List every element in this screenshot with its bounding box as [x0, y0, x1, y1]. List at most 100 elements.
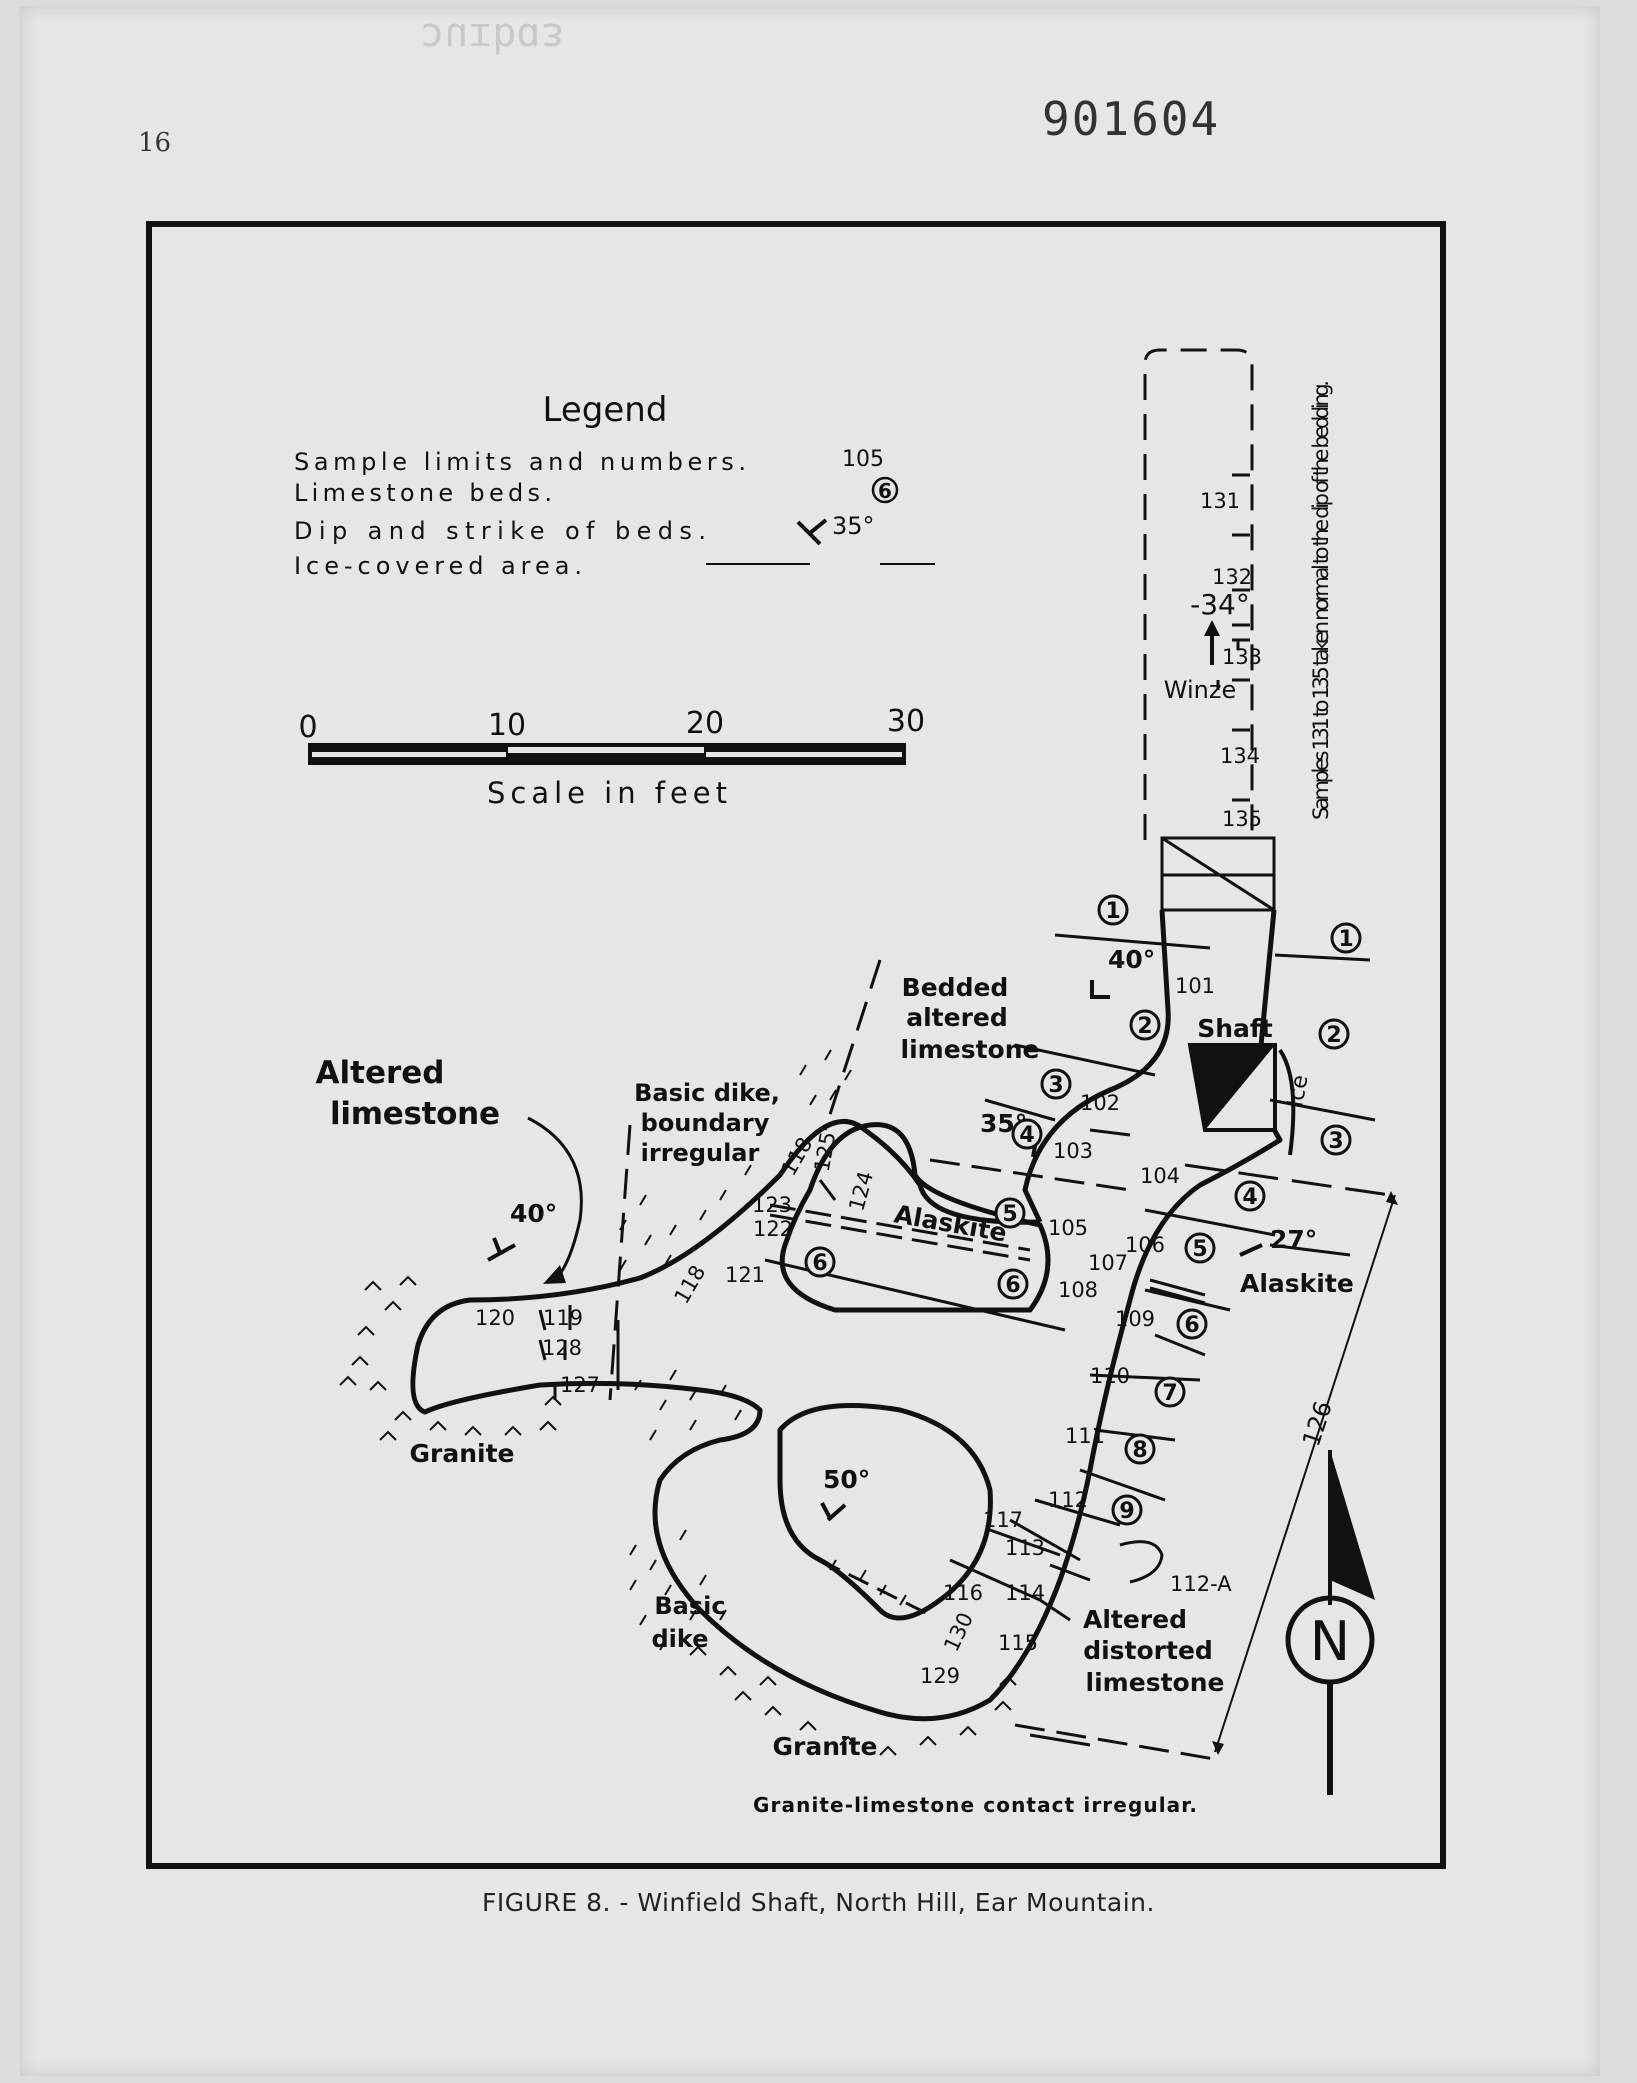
shaft-label: Shaft	[1197, 1014, 1273, 1043]
contact-note: Granite-limestone contact irregular.	[753, 1793, 1197, 1817]
scale-tick-20: 20	[686, 706, 724, 741]
bed-circle-6: 6	[804, 1246, 836, 1278]
bedded-altered-label-2: altered	[906, 1003, 1008, 1032]
dip-27: 27°	[1270, 1225, 1317, 1254]
sample-119: 119	[543, 1306, 583, 1330]
scale-bar: 0 10 20 30 Scale in feet	[298, 704, 925, 810]
sample-132: 132	[1212, 565, 1252, 589]
sample-124: 124	[844, 1169, 878, 1214]
shaft-symbol	[1187, 1043, 1277, 1132]
sample-117: 117	[983, 1508, 1023, 1532]
sample-120: 120	[475, 1306, 515, 1330]
sample-122: 122	[753, 1217, 793, 1241]
bed-circle-3: 3	[1320, 1124, 1352, 1156]
sample-numbers: 1011021031041051061071081091101111121131…	[475, 974, 1215, 1688]
svg-text:3: 3	[1328, 1129, 1343, 1154]
svg-text:9: 9	[1119, 1499, 1134, 1524]
sample-130: 130	[939, 1609, 978, 1655]
svg-text:6: 6	[812, 1251, 827, 1276]
basic-dike-small-label-2: dike	[652, 1625, 709, 1653]
figure-caption: FIGURE 8. - Winfield Shaft, North Hill, …	[482, 1888, 1155, 1917]
bed-circle-2: 2	[1129, 1009, 1161, 1041]
granite-label-2: Granite	[773, 1732, 878, 1761]
sample-112: 112	[1048, 1488, 1088, 1512]
sample-107: 107	[1088, 1251, 1128, 1275]
basic-dike-label-1: Basic dike,	[634, 1079, 780, 1107]
sample-131: 131	[1200, 489, 1240, 513]
north-arrow	[1285, 1450, 1375, 1795]
sample-121: 121	[725, 1263, 765, 1287]
alaskite-body-outline	[779, 1122, 1051, 1313]
shaft-collar	[1160, 836, 1276, 912]
svg-text:2: 2	[1326, 1023, 1341, 1048]
dip-40-left: 40°	[510, 1199, 557, 1228]
bed-circle-6: 6	[997, 1268, 1029, 1300]
svg-text:4: 4	[1242, 1185, 1257, 1210]
sample-126-line	[1212, 1191, 1398, 1755]
scale-tick-30: 30	[887, 704, 925, 739]
svg-text:1: 1	[1105, 899, 1120, 924]
altered-distorted-label-3: limestone	[1086, 1668, 1225, 1697]
legend: Legend Sample limits and numbers. Limest…	[294, 390, 935, 580]
sample-103: 103	[1053, 1139, 1093, 1163]
dip-40-upper: 40°	[1108, 945, 1155, 974]
sample-123: 123	[752, 1193, 792, 1217]
ice-outline	[1278, 1048, 1296, 1156]
winze-dip: -34°	[1190, 588, 1250, 621]
svg-text:5: 5	[1002, 1202, 1017, 1227]
granite-label-1: Granite	[410, 1439, 515, 1468]
alaskite-label-1: Alaskite	[892, 1199, 1009, 1247]
north-label: N	[1310, 1610, 1350, 1673]
svg-text:6: 6	[1005, 1273, 1020, 1298]
bed-circle-3: 3	[1040, 1068, 1072, 1100]
legend-bed-circle	[871, 476, 899, 504]
sample-108: 108	[1058, 1278, 1098, 1302]
bedded-altered-label-1: Bedded	[902, 973, 1009, 1002]
svg-text:6: 6	[1184, 1313, 1199, 1338]
sample-118: 118	[670, 1261, 711, 1308]
legend-dip-symbol	[796, 518, 828, 546]
legend-item-ice-covered: Ice-covered area.	[294, 552, 582, 580]
bedded-altered-label-3: limestone	[901, 1035, 1040, 1064]
dip-50: 50°	[823, 1465, 870, 1494]
winze-sample-ticks	[1216, 473, 1250, 802]
legend-sample-number: 105	[842, 447, 884, 472]
bed-circle-8: 8	[1124, 1433, 1156, 1465]
document-number: 901604	[1042, 92, 1221, 146]
altered-limestone-label-2: limestone	[330, 1096, 500, 1132]
alaskite-label-2: Alaskite	[1240, 1269, 1354, 1298]
sample-104: 104	[1140, 1164, 1180, 1188]
sample-134: 134	[1220, 744, 1260, 768]
svg-text:7: 7	[1162, 1381, 1177, 1406]
basic-dike-label-3: irregular	[641, 1139, 760, 1167]
bed-circle-5: 5	[1184, 1232, 1216, 1264]
bed-circle-5: 5	[994, 1197, 1026, 1229]
basic-dike-label-2: boundary	[641, 1109, 770, 1137]
dip-symbols	[487, 980, 1263, 1522]
sample-114: 114	[1005, 1581, 1045, 1605]
figure-frame	[146, 221, 1446, 1869]
sample-111: 111	[1065, 1424, 1105, 1448]
granite-stipple	[339, 1049, 1017, 1756]
sample-135: 135	[1222, 807, 1262, 831]
svg-text:5: 5	[1192, 1237, 1207, 1262]
legend-dip-value: 35°	[832, 512, 875, 540]
side-note: Samples 131 to 135 taken normal to the d…	[1309, 380, 1333, 820]
sample-102: 102	[1080, 1091, 1120, 1115]
scale-tick-10: 10	[488, 708, 526, 743]
sample-112a: 112-A	[1170, 1572, 1232, 1596]
sample-105: 105	[1048, 1216, 1088, 1240]
altered-distorted-label-1: Altered	[1083, 1605, 1187, 1634]
bed-circle-2: 2	[1318, 1018, 1350, 1050]
legend-item-sample-limits: Sample limits and numbers.	[294, 448, 746, 476]
sample-112a-pointer	[1119, 1540, 1164, 1584]
legend-bed-number: 6	[878, 479, 892, 503]
bed-circle-7: 7	[1154, 1376, 1186, 1408]
sample-133: 133	[1222, 645, 1262, 669]
sample-128: 128	[542, 1336, 582, 1360]
svg-text:3: 3	[1048, 1073, 1063, 1098]
legend-item-dip-strike: Dip and strike of beds.	[294, 517, 706, 545]
page-number: 16	[138, 128, 172, 158]
winze-outline	[1143, 348, 1254, 840]
